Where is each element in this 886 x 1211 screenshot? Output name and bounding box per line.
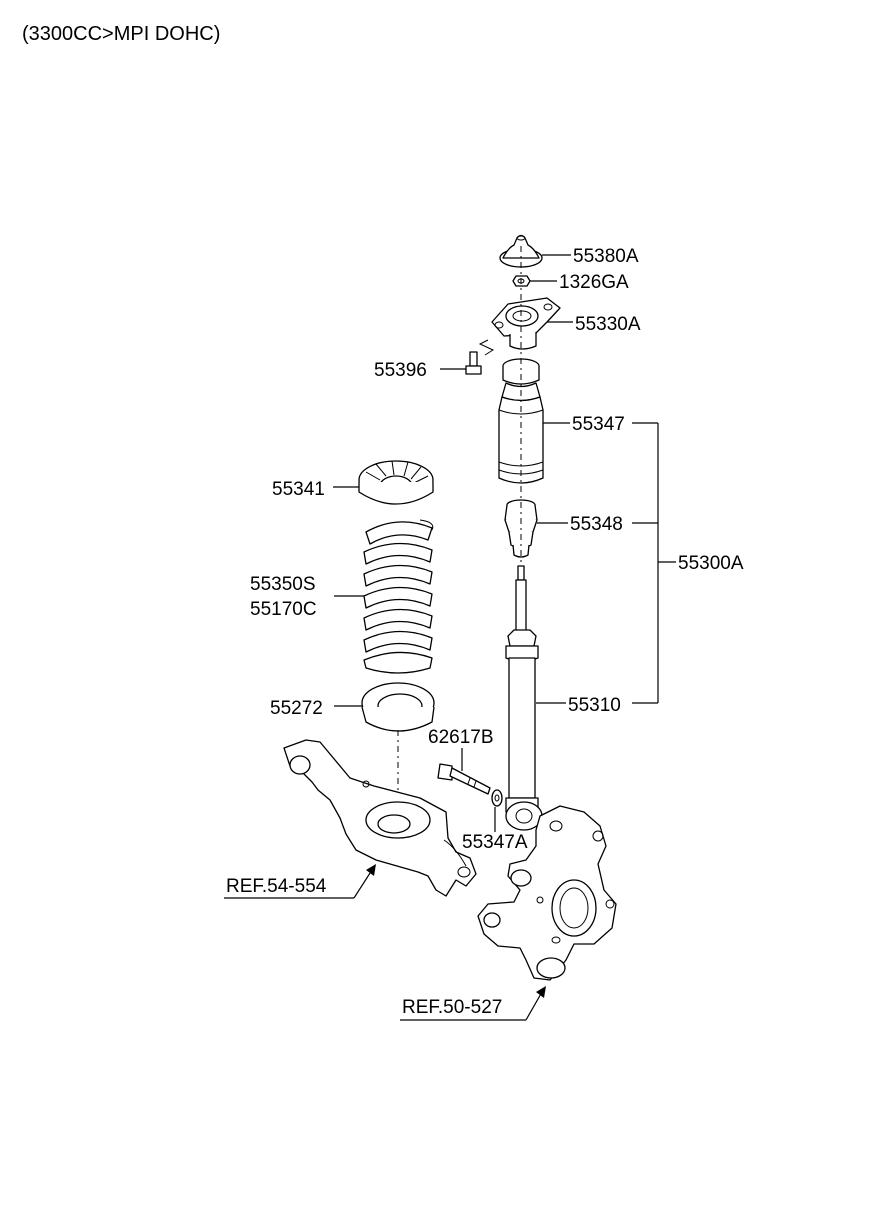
- callout-1326GA: 1326GA: [559, 272, 629, 293]
- strut-mount-part: [491, 297, 561, 350]
- callout-55170C: 55170C: [250, 599, 317, 620]
- callout-55396: 55396: [374, 360, 427, 381]
- ref-knuckle-leader: [400, 986, 546, 1021]
- mounting-bolt-part: [437, 763, 491, 795]
- ref-knuckle-label: REF.50-527: [402, 997, 502, 1018]
- ref-lower-arm-label: REF.54-554: [226, 876, 327, 897]
- callout-55310: 55310: [568, 695, 621, 716]
- assembly-bracket: [632, 422, 676, 704]
- callout-62617B: 62617B: [428, 727, 494, 748]
- upper-spring-seat-part: [358, 460, 434, 505]
- callout-55330A: 55330A: [575, 314, 641, 335]
- lower-control-arm-part: [283, 739, 477, 897]
- callout-55272: 55272: [270, 698, 323, 719]
- bump-stopper-part: [504, 499, 538, 558]
- callout-55347: 55347: [572, 414, 625, 435]
- callout-55341: 55341: [272, 479, 325, 500]
- bolt-part-55396: [465, 339, 495, 375]
- callout-55348: 55348: [570, 514, 623, 535]
- callout-55300A: 55300A: [678, 553, 744, 574]
- coil-spring-part: [363, 519, 434, 674]
- engine-spec-title: (3300CC>MPI DOHC): [22, 23, 220, 45]
- knuckle-part: [477, 805, 617, 981]
- callout-55380A: 55380A: [573, 246, 639, 267]
- washer-part: [491, 789, 503, 807]
- callout-55347A: 55347A: [462, 832, 528, 853]
- ref-lower-arm-leader: [224, 864, 376, 899]
- shock-absorber-part: [505, 246, 543, 831]
- callout-55350S: 55350S: [250, 574, 316, 595]
